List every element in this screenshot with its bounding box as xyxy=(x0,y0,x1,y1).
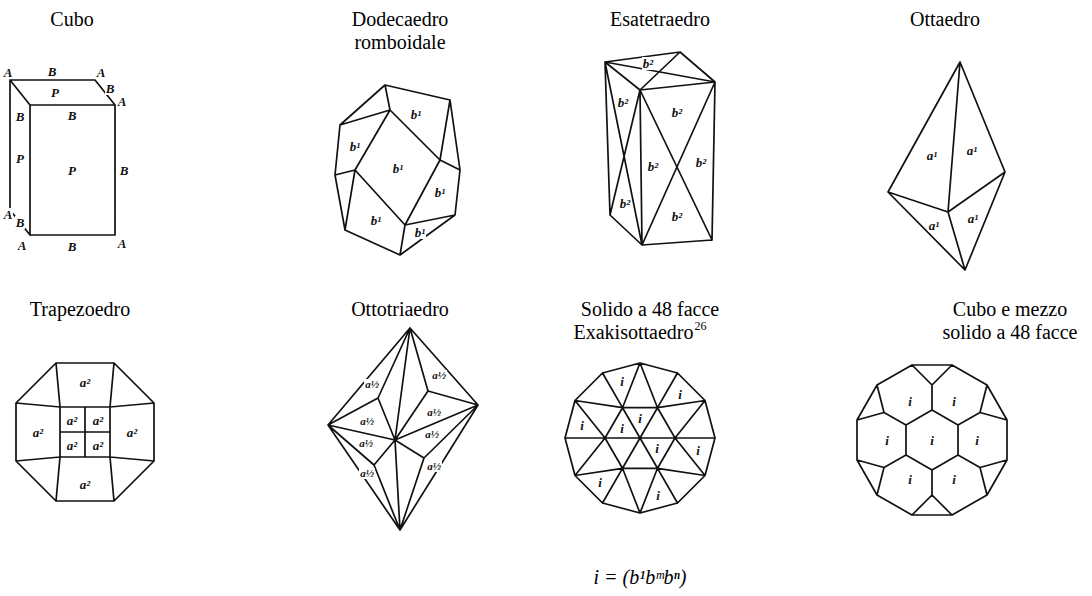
face-label: a½ xyxy=(426,407,442,418)
face-label: A xyxy=(117,237,128,250)
form-title: Cubo xyxy=(50,8,93,31)
face-label: i xyxy=(929,434,935,447)
face-label: i xyxy=(619,375,625,388)
face-label: a² xyxy=(92,414,104,427)
form-title: Ottaedro xyxy=(910,8,980,31)
face-label: P xyxy=(67,164,77,177)
face-label: B xyxy=(119,164,130,177)
face-label: a² xyxy=(32,426,44,439)
face-label: a½ xyxy=(359,416,375,427)
face-label: a¹ xyxy=(966,144,978,157)
face-label: A xyxy=(3,66,14,79)
face-label: a½ xyxy=(364,379,380,390)
face-label: B xyxy=(105,82,116,95)
face-label: A xyxy=(3,208,14,221)
face-label: a½ xyxy=(424,429,440,440)
face-label: b² xyxy=(695,156,707,169)
face-label: b² xyxy=(642,57,654,70)
face-label: b² xyxy=(671,106,683,119)
face-label: a½ xyxy=(358,438,374,449)
face-label: a½ xyxy=(359,468,375,479)
face-label: B xyxy=(67,109,78,122)
footnote-ref: 26 xyxy=(694,320,706,333)
face-label: i xyxy=(695,444,701,457)
face-label: b¹ xyxy=(370,214,382,227)
face-label: A xyxy=(96,66,107,79)
trapezohedron-figure xyxy=(16,363,154,501)
face-label: a² xyxy=(79,376,91,389)
face-label: a¹ xyxy=(926,149,938,162)
face-label: a² xyxy=(66,439,78,452)
face-label: a² xyxy=(92,439,104,452)
form-title: Esatetraedro xyxy=(610,8,710,31)
face-label: i xyxy=(597,476,603,489)
face-label: a² xyxy=(126,426,138,439)
face-label: b² xyxy=(617,96,629,109)
face-label: b¹ xyxy=(434,186,446,199)
face-label: i xyxy=(619,422,625,435)
form-title: Solido a 48 facce xyxy=(581,298,719,321)
tetrakis-hexahedron-figure xyxy=(605,52,715,245)
face-label: b¹ xyxy=(349,140,361,153)
face-label: B xyxy=(67,240,78,253)
face-label: B xyxy=(15,216,26,229)
face-label: b¹ xyxy=(410,108,422,121)
face-label: i xyxy=(907,395,913,408)
face-label: P xyxy=(15,152,25,165)
face-label: B xyxy=(47,65,58,78)
face-label: i xyxy=(655,489,661,502)
face-label: i xyxy=(907,473,913,486)
face-label: a¹ xyxy=(928,219,940,232)
octahedron-figure xyxy=(888,62,1005,270)
formula: i = (b¹bᵐbⁿ) xyxy=(593,565,686,589)
face-label: b¹ xyxy=(392,162,404,175)
face-label: i xyxy=(951,395,957,408)
form-title: Exakisottaedro xyxy=(574,321,694,344)
form-title: Cubo e mezzo solido a 48 facce xyxy=(936,298,1084,344)
face-label: B xyxy=(15,110,26,123)
face-label: i xyxy=(637,412,643,425)
face-label: b² xyxy=(619,197,631,210)
face-label: A xyxy=(17,239,28,252)
form-title: Dodecaedro romboidale xyxy=(330,8,470,54)
face-label: a½ xyxy=(431,370,447,381)
rhombic-dodecahedron-figure xyxy=(335,85,460,255)
face-label: i xyxy=(951,473,957,486)
form-title: Ottotriaedro xyxy=(351,298,449,321)
face-label: i xyxy=(974,434,980,447)
face-label: i xyxy=(884,434,890,447)
face-label: a² xyxy=(79,478,91,491)
cube-figure xyxy=(10,80,115,235)
triakis-octahedron-figure xyxy=(328,328,478,530)
face-label: i xyxy=(677,388,683,401)
face-label: a¹ xyxy=(967,212,979,225)
face-label: a½ xyxy=(426,461,442,472)
face-label: i xyxy=(579,419,585,432)
face-label: b² xyxy=(671,210,683,223)
face-label: b² xyxy=(647,160,659,173)
face-label: i xyxy=(654,442,660,455)
face-label: a² xyxy=(66,414,78,427)
form-title: Trapezoedro xyxy=(30,298,130,321)
hexakis-octahedron-figure xyxy=(565,363,715,513)
face-label: b¹ xyxy=(414,226,426,239)
face-label: A xyxy=(117,95,128,108)
face-label: P xyxy=(50,86,60,99)
truncated-octahedron-figure xyxy=(857,365,1007,515)
